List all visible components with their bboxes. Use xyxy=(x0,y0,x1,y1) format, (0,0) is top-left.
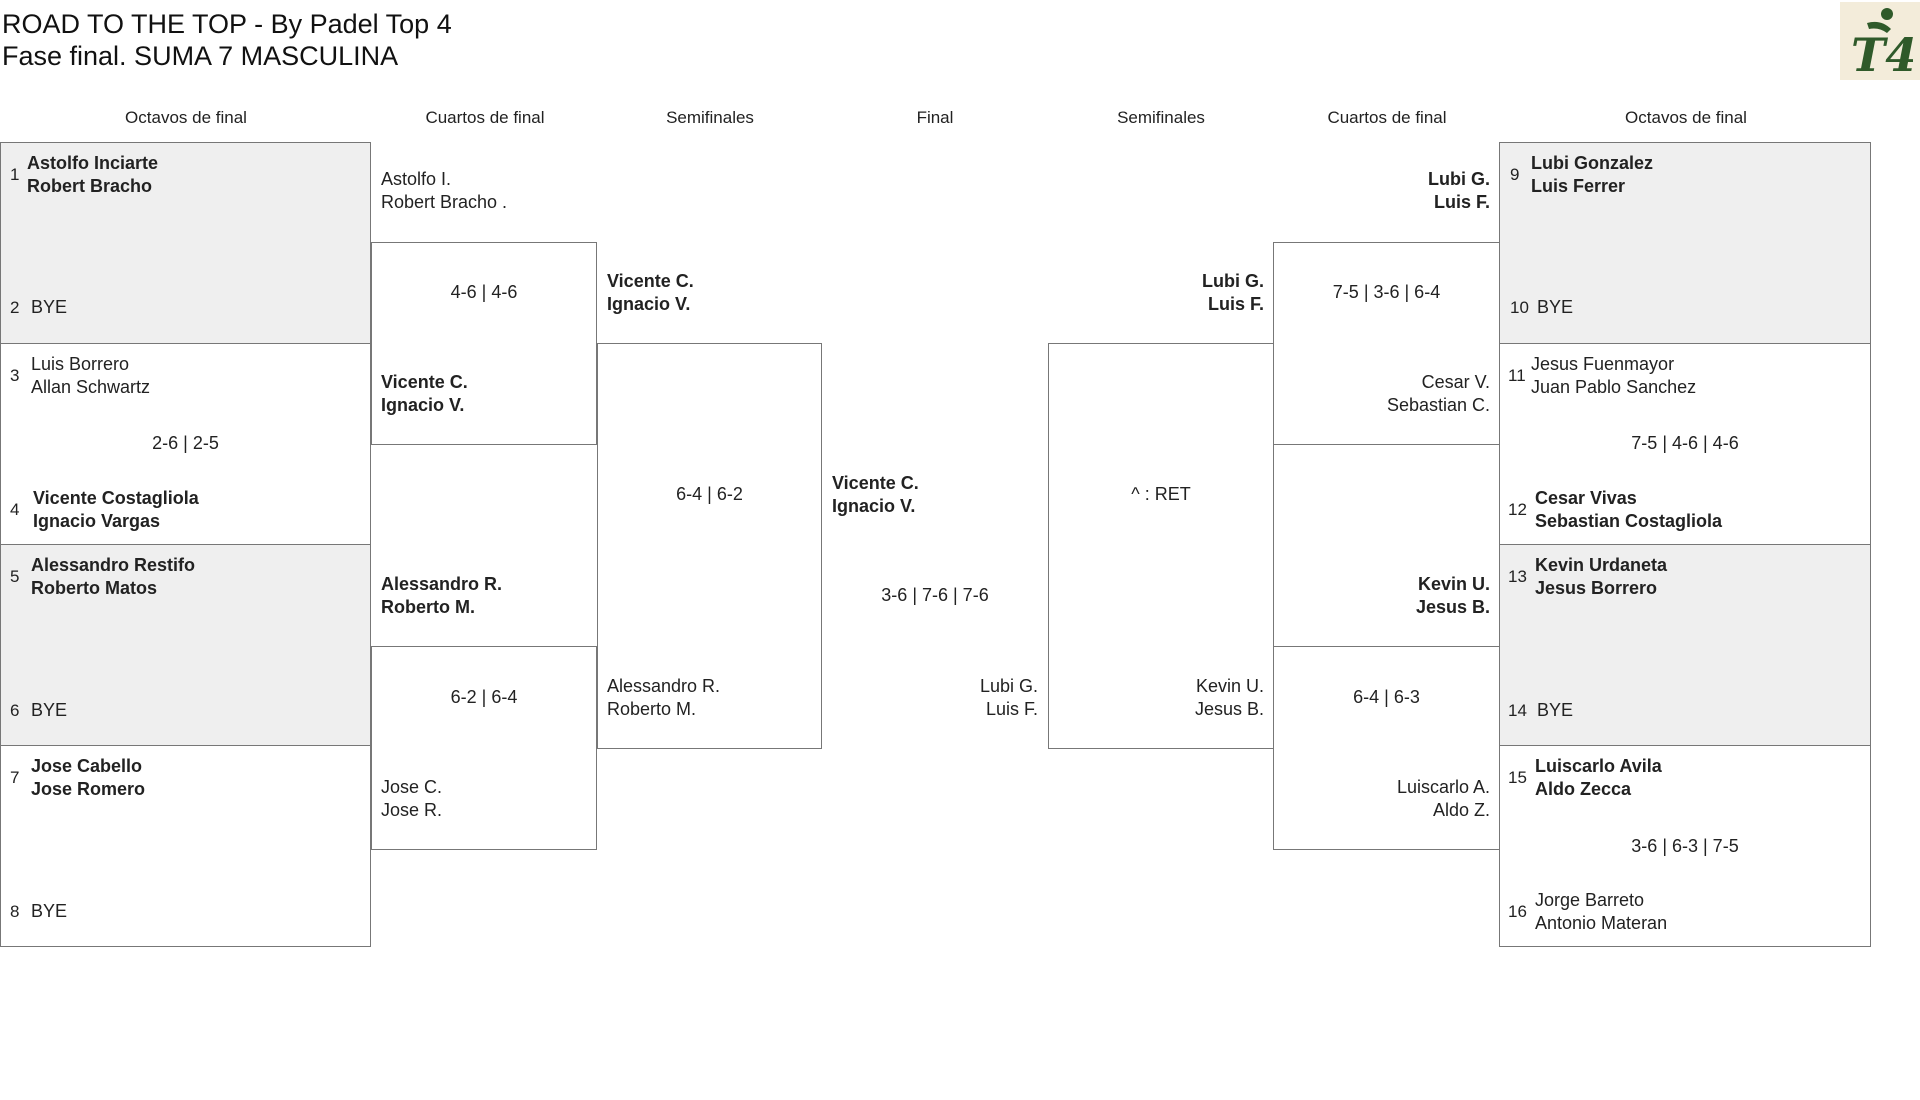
team-name: Jose C.Jose R. xyxy=(381,777,443,820)
match-score: 6-4 | 6-2 xyxy=(676,484,743,504)
seed-number: 4 xyxy=(10,500,20,519)
team-name: BYE xyxy=(31,297,68,317)
team-name: Luiscarlo A.Aldo Z. xyxy=(1396,777,1490,820)
match-box-left-r16-3 xyxy=(0,544,371,746)
page-subtitle: Fase final. SUMA 7 MASCULINA xyxy=(2,41,399,71)
team-name: Alessandro R.Roberto M. xyxy=(607,676,721,719)
seed-number: 3 xyxy=(10,366,20,385)
seed-number: 2 xyxy=(10,298,20,317)
seed-number: 6 xyxy=(10,701,20,720)
match-box-left-qf-1 xyxy=(371,242,597,445)
team-name: Kevin U.Jesus B. xyxy=(1194,676,1264,719)
seed-number: 13 xyxy=(1508,567,1527,586)
seed-number: 7 xyxy=(10,768,20,787)
team-name: BYE xyxy=(31,901,68,921)
match-score: 4-6 | 4-6 xyxy=(450,282,518,302)
match-score: 3-6 | 6-3 | 7-5 xyxy=(1631,836,1739,856)
team-name: BYE xyxy=(1537,297,1574,317)
final-score: 3-6 | 7-6 | 7-6 xyxy=(881,585,989,605)
seed-number: 1 xyxy=(10,165,20,184)
team-name: Lubi G.Luis F. xyxy=(1202,271,1264,314)
seed-number: 15 xyxy=(1508,768,1527,787)
col-header-left-sf: Semifinales xyxy=(666,108,754,127)
col-header-right-qf: Cuartos de final xyxy=(1327,108,1447,127)
seed-number: 14 xyxy=(1508,701,1527,720)
col-header-left-qf: Cuartos de final xyxy=(425,108,545,127)
col-header-left-r16: Octavos de final xyxy=(125,108,247,127)
match-box-left-r16-4 xyxy=(0,745,371,947)
team-name: BYE xyxy=(31,700,68,720)
seed-number: 11 xyxy=(1508,366,1526,385)
match-box-right-r16-1 xyxy=(1499,142,1871,344)
seed-number: 5 xyxy=(10,567,20,586)
team-name: Kevin U.Jesus B. xyxy=(1415,574,1490,617)
seed-number: 8 xyxy=(10,902,20,921)
match-box-left-qf-2 xyxy=(371,646,597,850)
svg-text:T4: T4 xyxy=(1851,28,1913,77)
team-name: Lubi G.Luis F. xyxy=(1428,169,1490,212)
seed-number: 16 xyxy=(1508,902,1527,921)
seed-number: 10 xyxy=(1510,298,1529,317)
team-name: Vicente C.Ignacio V. xyxy=(381,372,468,415)
match-score: ^ : RET xyxy=(1131,484,1191,504)
match-score: 7-5 | 3-6 | 6-4 xyxy=(1332,282,1441,302)
final-team-right: Lubi G.Luis F. xyxy=(979,676,1038,719)
match-score: 6-4 | 6-3 xyxy=(1353,687,1420,707)
team-name: Cesar V.Sebastian C. xyxy=(1386,372,1490,415)
final-team-left: Vicente C.Ignacio V. xyxy=(832,473,919,516)
match-box-right-sf xyxy=(1048,343,1274,749)
match-score: 2-6 | 2-5 xyxy=(152,433,219,453)
seed-number: 9 xyxy=(1510,165,1520,184)
team-name: BYE xyxy=(1537,700,1574,720)
col-header-right-r16: Octavos de final xyxy=(1625,108,1747,127)
match-box-left-r16-1 xyxy=(0,142,371,344)
padel-top4-logo: T4 xyxy=(1840,2,1920,80)
page-title: ROAD TO THE TOP - By Padel Top 4 xyxy=(2,9,452,39)
team-name: Vicente C.Ignacio V. xyxy=(607,271,694,314)
match-score: 6-2 | 6-4 xyxy=(450,687,518,707)
team-name: Alessandro R.Roberto M. xyxy=(381,574,503,617)
col-header-final: Final xyxy=(916,108,954,127)
page-header: ROAD TO THE TOP - By Padel Top 4 Fase fi… xyxy=(2,8,452,72)
match-box-left-sf xyxy=(597,343,822,749)
logo-icon: T4 xyxy=(1851,8,1913,77)
match-box-right-r16-4 xyxy=(1499,745,1871,947)
seed-number: 12 xyxy=(1508,500,1527,519)
col-header-right-sf: Semifinales xyxy=(1117,108,1205,127)
team-name: Astolfo I.Robert Bracho . xyxy=(381,169,508,212)
match-score: 7-5 | 4-6 | 4-6 xyxy=(1631,433,1739,453)
